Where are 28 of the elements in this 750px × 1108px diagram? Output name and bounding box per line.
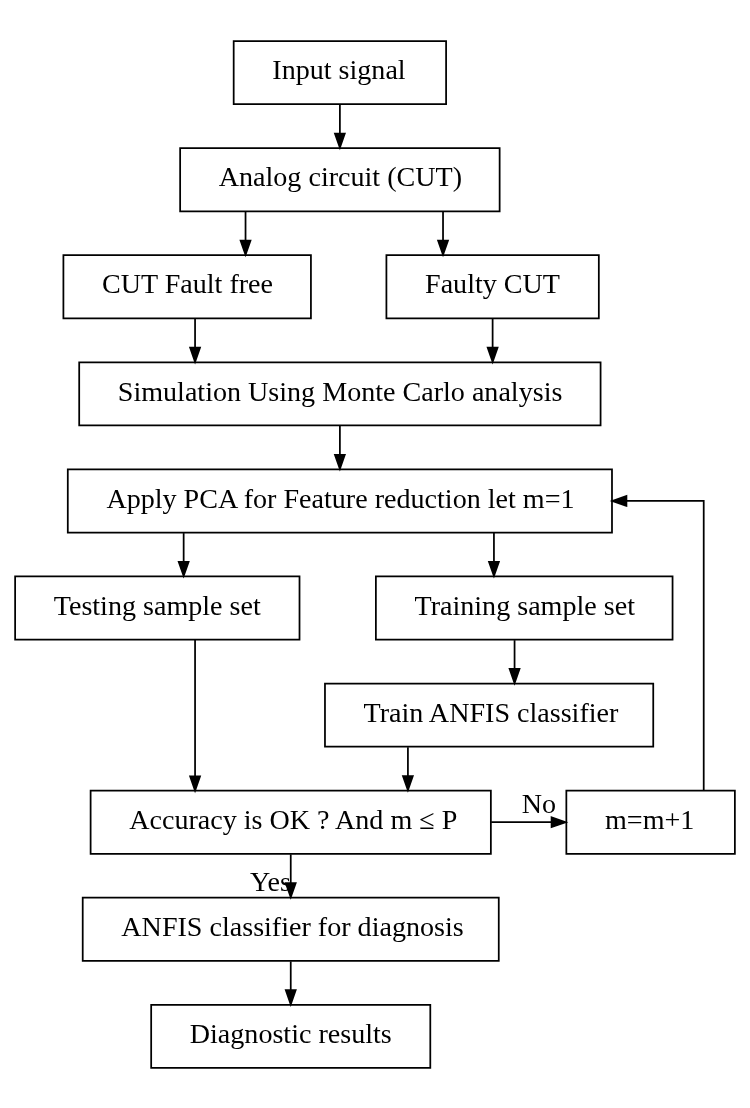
arrow [486, 317, 499, 364]
arrow [188, 317, 202, 364]
arrow [333, 424, 347, 471]
node-box: m=m+1 [565, 789, 736, 855]
node-box: Train ANFIS classifier [324, 682, 655, 748]
arrow [239, 210, 252, 257]
arrow [508, 638, 521, 686]
arrow [333, 103, 347, 150]
node-box: Input signal [232, 39, 447, 105]
arrow [401, 745, 415, 793]
arrow [436, 210, 450, 257]
edge-label: No [521, 787, 557, 819]
arrow [284, 960, 297, 1007]
node-box: Analog circuit (CUT) [179, 146, 501, 212]
arrow [177, 531, 190, 579]
node-box: Diagnostic results [150, 1003, 432, 1069]
arrow [490, 815, 569, 828]
arrow [487, 531, 501, 579]
node-box: Apply PCA for Feature reduction let m=1 [66, 468, 613, 533]
node-box: Training sample set [375, 575, 674, 640]
node-box: Accuracy is OK ? And m ≤ P [89, 789, 492, 855]
node-box: Faulty CUT [385, 253, 600, 319]
arrow [188, 638, 202, 793]
node-box: CUT Fault free [62, 253, 312, 319]
arrow [609, 494, 705, 791]
node-box: Testing sample set [14, 575, 301, 640]
node-box: Simulation Using Monte Carlo analysis [78, 360, 602, 426]
node-box: ANFIS classifier for diagnosis [81, 896, 500, 962]
